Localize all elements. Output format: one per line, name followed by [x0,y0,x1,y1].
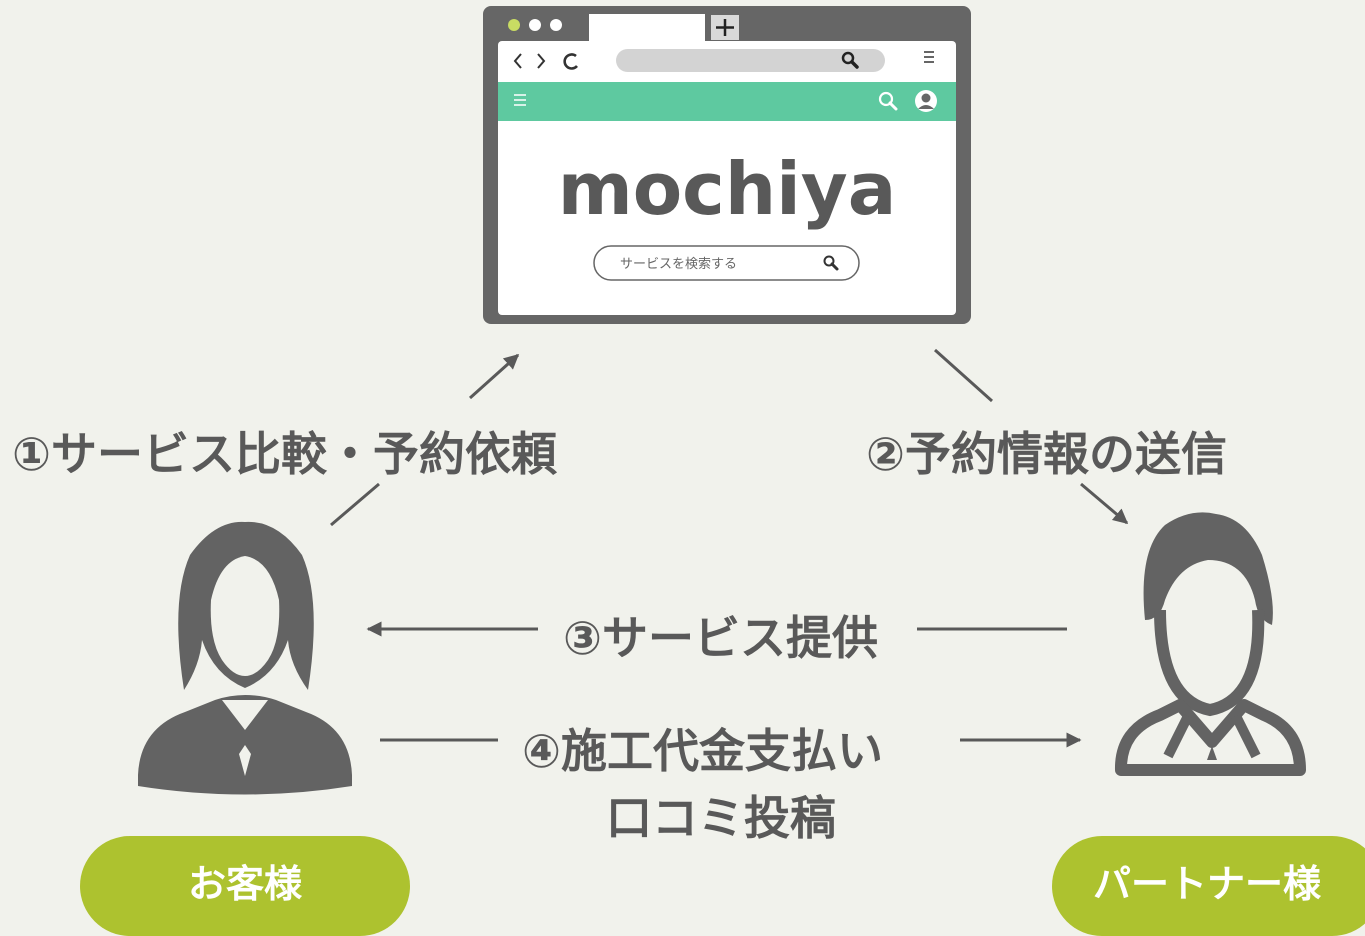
arrow-step1-upper [468,353,520,400]
arrow-step2-lower [1080,482,1129,525]
address-bar[interactable] [616,49,885,72]
site-header-bar [498,82,956,121]
back-arrow-icon[interactable] [513,53,522,69]
site-search-icon[interactable] [878,91,898,111]
site-search-box[interactable] [593,245,860,281]
arrow-step2-upper [933,348,994,403]
forward-arrow-icon[interactable] [537,53,546,69]
browser-window: mochiya サービスを検索する [483,6,971,324]
partner-badge: パートナー様 [1052,836,1365,936]
window-dot [529,19,541,31]
window-dot [550,19,562,31]
businesswoman-icon [138,521,352,795]
step2-label: ②予約情報の送信 [866,427,1227,481]
address-search-icon[interactable] [841,51,859,69]
site-search-placeholder: サービスを検索する [620,257,737,272]
businessman-icon [1114,512,1306,776]
mochiya-logo: mochiya [558,147,897,231]
site-menu-icon[interactable] [514,94,526,106]
step4-label-line1: ④施工代金支払い [522,724,883,778]
site-search-box-icon[interactable] [823,255,839,271]
arrow-step1-lower [330,482,380,527]
new-tab-plus-icon[interactable] [711,15,739,40]
step3-label: ③サービス提供 [563,611,878,665]
step4-label-line2: 口コミ投稿 [606,791,836,845]
browser-menu-icon[interactable] [924,51,934,63]
window-dot-green [508,19,520,31]
customer-badge: お客様 [80,836,410,936]
reload-icon[interactable] [563,53,578,70]
browser-tab[interactable] [589,14,705,44]
user-avatar-icon[interactable] [915,90,937,112]
step1-label: ①サービス比較・予約依頼 [12,427,557,481]
